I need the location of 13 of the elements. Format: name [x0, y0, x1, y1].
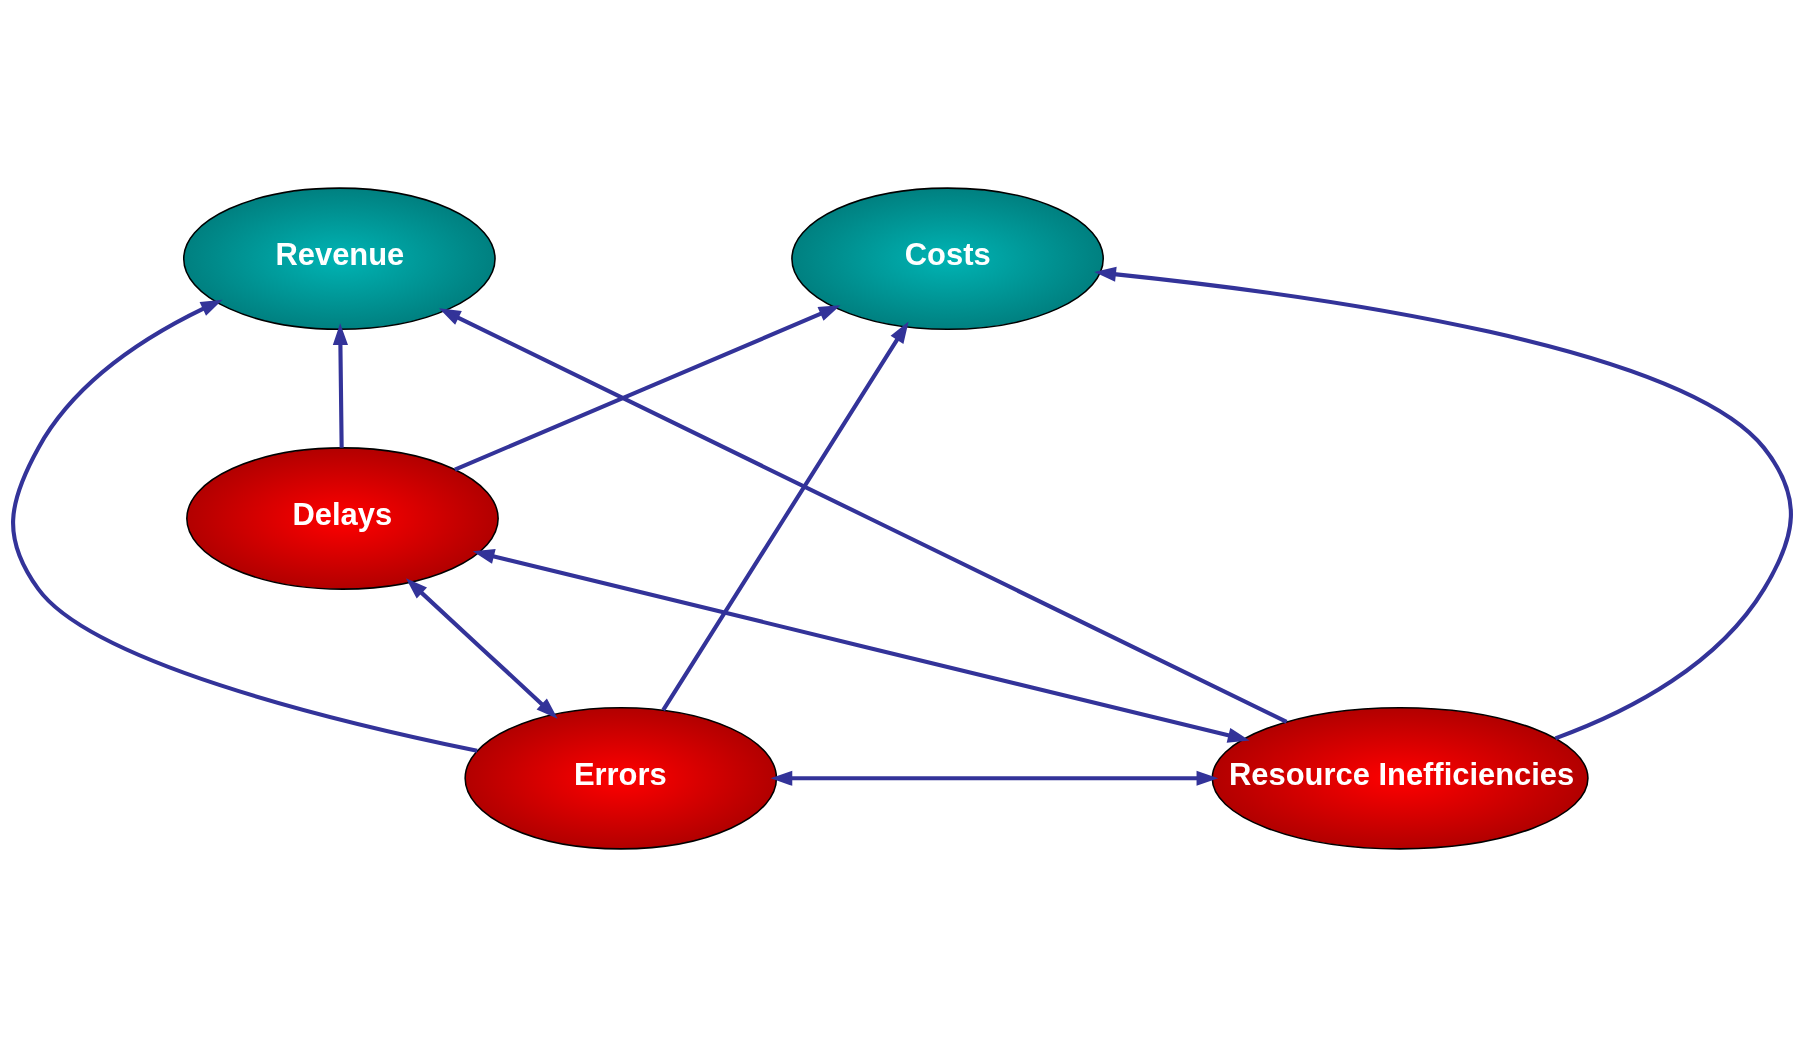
arrow [454, 305, 841, 472]
arrow [472, 549, 1250, 743]
arrow [770, 770, 1219, 786]
node-ellipse: Resource Inefficiencies [1211, 706, 1589, 850]
arrow [332, 323, 348, 448]
node-ellipse: Errors [464, 706, 778, 850]
arrow [661, 321, 909, 712]
node-ellipse: Costs [791, 187, 1104, 331]
arrow [1094, 266, 1793, 741]
arrow [11, 299, 478, 753]
arrow [405, 578, 558, 719]
node-ellipse: Revenue [182, 187, 496, 331]
arrow [439, 308, 1288, 724]
